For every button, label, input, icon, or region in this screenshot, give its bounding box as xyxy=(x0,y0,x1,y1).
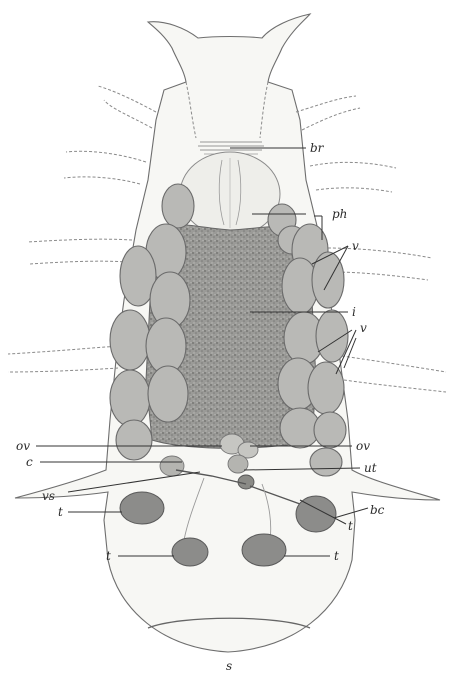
pharynx xyxy=(180,152,280,236)
label-vs: vs xyxy=(42,489,55,503)
label-ov-right: ov xyxy=(356,439,370,453)
label-t-lower-left: t xyxy=(106,549,111,563)
label-bc: bc xyxy=(370,503,385,517)
label-ut: ut xyxy=(364,461,377,475)
label-s: s xyxy=(226,659,232,673)
label-v-upper: v xyxy=(352,239,359,253)
label-t-upper-left: t xyxy=(58,505,63,519)
label-br: br xyxy=(310,141,325,155)
label-v-lower: v xyxy=(360,321,367,335)
label-c: c xyxy=(26,455,33,469)
label-i: i xyxy=(352,305,356,319)
label-t-lower-right: t xyxy=(334,549,339,563)
label-t-right: t xyxy=(348,519,353,533)
label-ph: ph xyxy=(332,207,347,221)
label-ov-left: ov xyxy=(16,439,30,453)
